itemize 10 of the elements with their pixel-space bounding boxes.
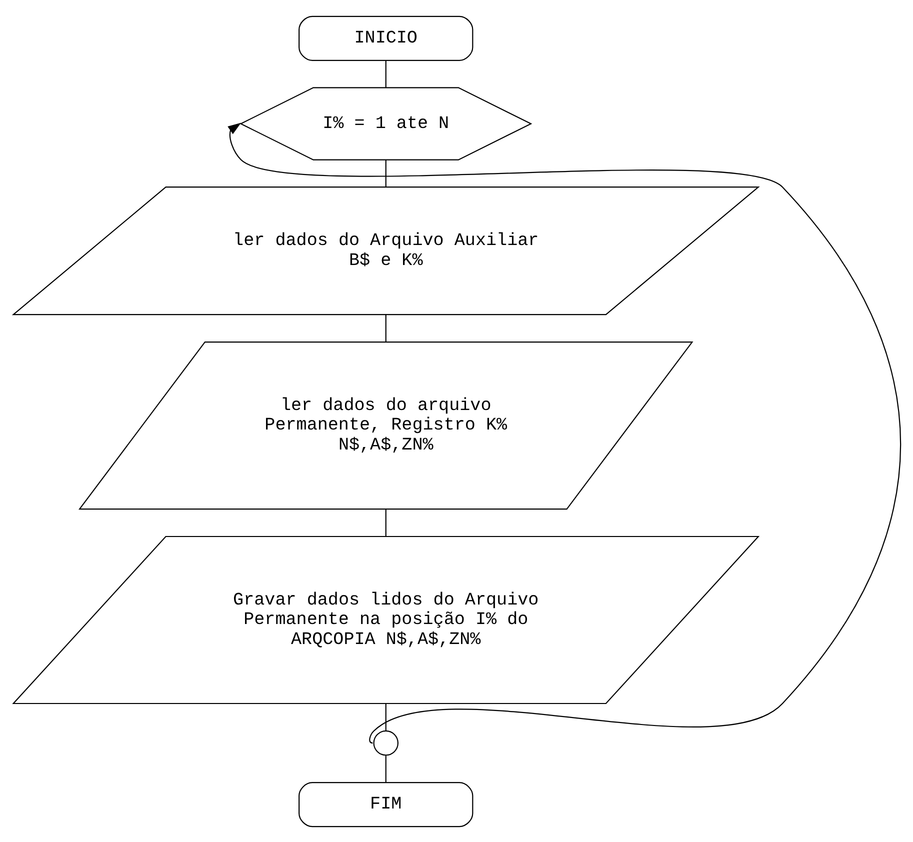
- connector: [384, 508, 386, 536]
- connector: [384, 159, 386, 186]
- node-circle: [372, 730, 398, 756]
- connector: [384, 60, 386, 88]
- connector: [384, 755, 386, 782]
- connector: [384, 314, 386, 342]
- connector: [384, 703, 386, 730]
- node-box: INICIO: [298, 15, 473, 60]
- arrow: [227, 122, 900, 743]
- node-box: FIM: [298, 782, 473, 827]
